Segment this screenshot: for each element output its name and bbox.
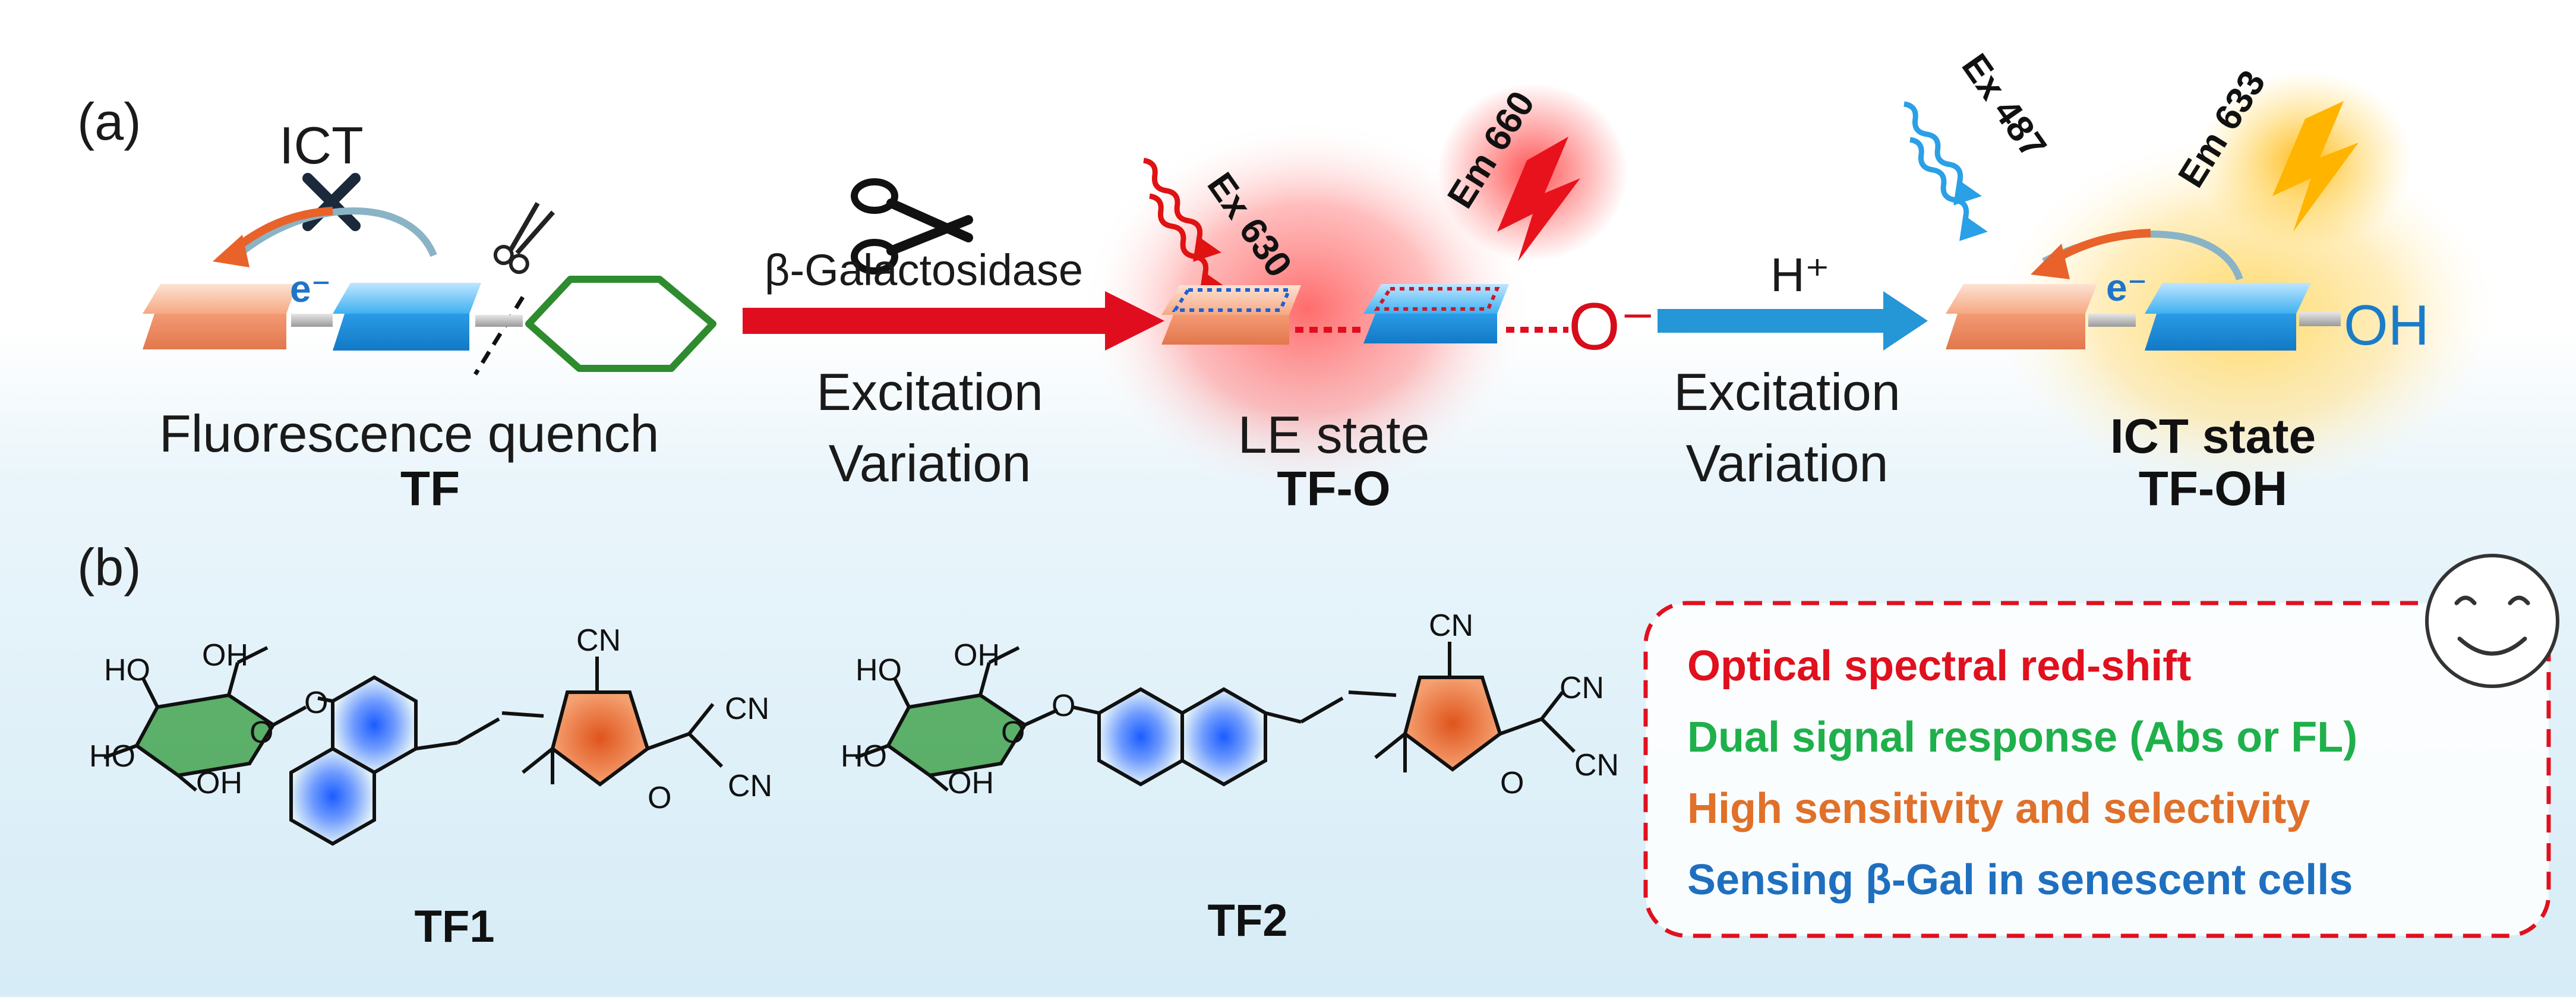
tf1-ring-o: O xyxy=(250,715,273,750)
feature-1: Optical spectral red-shift xyxy=(1687,642,2191,690)
tf1-ho-2: HO xyxy=(89,739,135,774)
tfoh-oh-label: OH xyxy=(2344,294,2429,357)
ict-arrowhead xyxy=(213,235,250,267)
tf2-oh-1: OH xyxy=(954,638,1000,673)
tf1-furan-o: O xyxy=(648,781,671,815)
step2-line2: Variation xyxy=(1686,434,1889,493)
tf1-oh-1: OH xyxy=(202,638,248,673)
tf1-ho-1: HO xyxy=(104,653,150,687)
enzyme-arrow: β-Galactosidase Excitation Variation xyxy=(743,178,1164,493)
feature-4: Sensing β-Gal in senescent cells xyxy=(1687,856,2353,904)
tf-state-label: Fluorescence quench xyxy=(159,404,659,463)
tfo-state-label: LE state xyxy=(1238,405,1430,464)
tfo-anion-label: O⁻ xyxy=(1568,289,1655,364)
smiley-icon xyxy=(2425,554,2559,688)
scissors-icon xyxy=(851,178,973,275)
tf2-labels: HO OH HO O OH O CN CN CN O xyxy=(841,608,1619,800)
tf2-ether-o: O xyxy=(1052,689,1075,723)
tf1-cn-1: CN xyxy=(576,623,621,658)
tf1-name-label: TF1 xyxy=(414,901,494,952)
tf1-ether-o: O xyxy=(304,686,328,720)
ict-arrow-back xyxy=(235,207,437,258)
tf1-structure xyxy=(103,646,724,846)
tfoh-state-label: ICT state xyxy=(2110,409,2316,463)
tf-name-label: TF xyxy=(400,462,460,516)
tf-molecule: ICT e⁻ Fluorescence quench TF xyxy=(143,116,716,516)
enzyme-label: β-Galactosidase xyxy=(765,245,1083,295)
tf2-structure xyxy=(854,642,1576,792)
proton-label: H⁺ xyxy=(1770,248,1830,301)
step2-line1: Excitation xyxy=(1674,362,1901,421)
electron-label: e⁻ xyxy=(290,267,331,310)
step1-line1: Excitation xyxy=(816,362,1043,421)
wavy-arrow-icon xyxy=(1903,101,1988,241)
tf1-labels: HO OH HO O OH O CN CN CN O xyxy=(89,623,772,815)
tf2-ho-1: HO xyxy=(855,653,902,687)
cut-line xyxy=(473,296,525,376)
tf2-ho-2: HO xyxy=(841,739,887,774)
tf1-cn-2: CN xyxy=(725,692,769,726)
tf1-oh-2: OH xyxy=(196,766,242,800)
panel-b-label: (b) xyxy=(77,538,141,597)
feature-2: Dual signal response (Abs or FL) xyxy=(1687,714,2357,761)
ict-label: ICT xyxy=(279,116,364,175)
red-glow xyxy=(1081,119,1533,499)
step1-line2: Variation xyxy=(829,434,1031,493)
lightning-icon xyxy=(2272,101,2359,232)
wavy-arrow-icon xyxy=(1143,157,1227,298)
features-box: Optical spectral red-shift Dual signal r… xyxy=(1643,601,2551,938)
tf2-cn-2: CN xyxy=(1560,671,1604,705)
tfoh-electron-label: e⁻ xyxy=(2106,266,2147,309)
tfoh-name-label: TF-OH xyxy=(2139,462,2287,516)
proton-arrow: H⁺ Excitation Variation xyxy=(1658,248,1928,493)
tf2-name-label: TF2 xyxy=(1207,895,1287,946)
tf2-oh-2: OH xyxy=(948,766,994,800)
panel-a-label: (a) xyxy=(77,92,141,151)
sugar-ring-icon xyxy=(525,276,716,372)
scissors-icon xyxy=(493,202,555,275)
tf1-cn-3: CN xyxy=(728,769,772,803)
tf2-furan-o: O xyxy=(1500,766,1524,800)
tfo-name-label: TF-O xyxy=(1277,462,1390,516)
tf2-cn-1: CN xyxy=(1429,608,1473,643)
tf2-cn-3: CN xyxy=(1574,748,1619,783)
tf2-ring-o: O xyxy=(1001,715,1025,750)
lightning-icon xyxy=(1497,137,1580,261)
feature-3: High sensitivity and selectivity xyxy=(1687,785,2310,832)
